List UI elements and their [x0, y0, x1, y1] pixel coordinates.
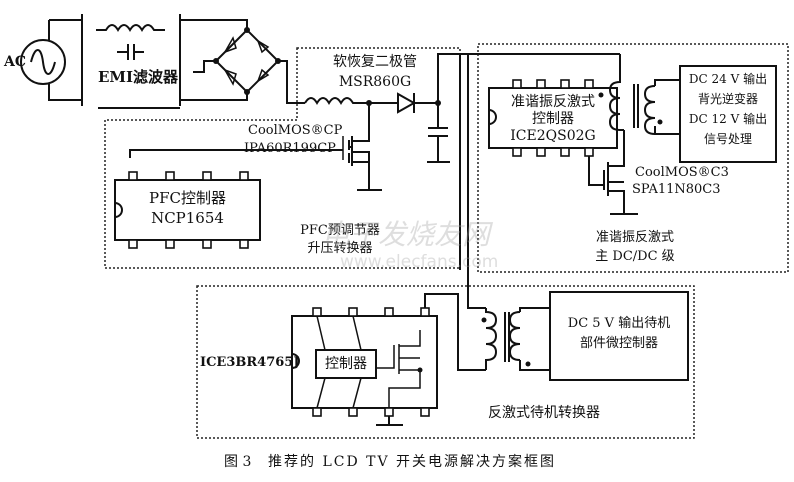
standby-transformer: [481, 307, 550, 371]
standby-controller-label: 控制器: [325, 356, 367, 372]
pfc-controller-ic: [114, 171, 261, 249]
pfc-stage-line1: PFC预调节器: [300, 223, 380, 238]
main-dcdc-border: [477, 43, 789, 273]
ac-source-symbol: [20, 14, 83, 106]
figure-caption: 推荐的 LCD TV 开关电源解决方案框图: [268, 454, 557, 470]
bridge-rectifier: [180, 19, 305, 104]
main-output-line3: DC 12 V 输出: [688, 112, 768, 126]
boost-diode-title: 软恢复二极管: [333, 54, 417, 70]
standby-stage-label: 反激式待机转换器: [488, 405, 600, 421]
main-outputs-box: [679, 65, 777, 163]
figure-number: 图 3: [224, 454, 252, 470]
pfc-stage-line2: 升压转换器: [307, 241, 373, 256]
bus-line-2: [467, 54, 486, 309]
main-output-line1: DC 24 V 输出: [688, 72, 768, 86]
pfc-stage-border: [104, 47, 461, 269]
pfc-mosfet-part: IPA60R199CP: [244, 141, 336, 156]
boost-diode-part: MSR860G: [338, 74, 412, 90]
qr-controller-ic: [488, 79, 618, 186]
emi-filter-symbol: [96, 14, 181, 109]
watermark-cn: 电子发烧友网: [322, 218, 491, 251]
standby-border: [196, 285, 695, 439]
standby-ic-part: ICE3BR4765J: [200, 355, 300, 370]
pfc-boost-circuit: [129, 53, 620, 191]
standby-output-line1: DC 5 V 输出待机: [567, 316, 671, 331]
main-output-line2: 背光逆变器: [697, 92, 758, 106]
main-output-line4: 信号处理: [703, 132, 752, 146]
pfc-mosfet-series: CoolMOS®CP: [248, 123, 343, 138]
watermark-url: www.elecfans.com: [340, 252, 499, 272]
main-transformer: [598, 54, 680, 135]
standby-output-box: [549, 291, 689, 381]
emi-filter-label: EMI滤波器: [98, 68, 179, 86]
ac-label: AC: [4, 54, 27, 70]
qr-controller-line2: 控制器: [532, 111, 574, 127]
main-stage-line1: 准谐振反激式: [595, 230, 674, 245]
pfc-controller-part: NCP1654: [151, 209, 224, 227]
main-stage-line2: 主 DC/DC 级: [595, 249, 675, 264]
qr-controller-part: ICE2QS02G: [510, 128, 596, 144]
qr-mosfet-series: CoolMOS®C3: [635, 165, 729, 180]
standby-output-line2: 部件微控制器: [579, 336, 658, 351]
standby-ic: [291, 293, 486, 426]
qr-mosfet-part: SPA11N80C3: [632, 182, 721, 197]
qr-mosfet: [603, 130, 638, 215]
pfc-controller-title: PFC控制器: [149, 189, 226, 207]
qr-controller-line1: 准谐振反激式: [511, 94, 595, 110]
